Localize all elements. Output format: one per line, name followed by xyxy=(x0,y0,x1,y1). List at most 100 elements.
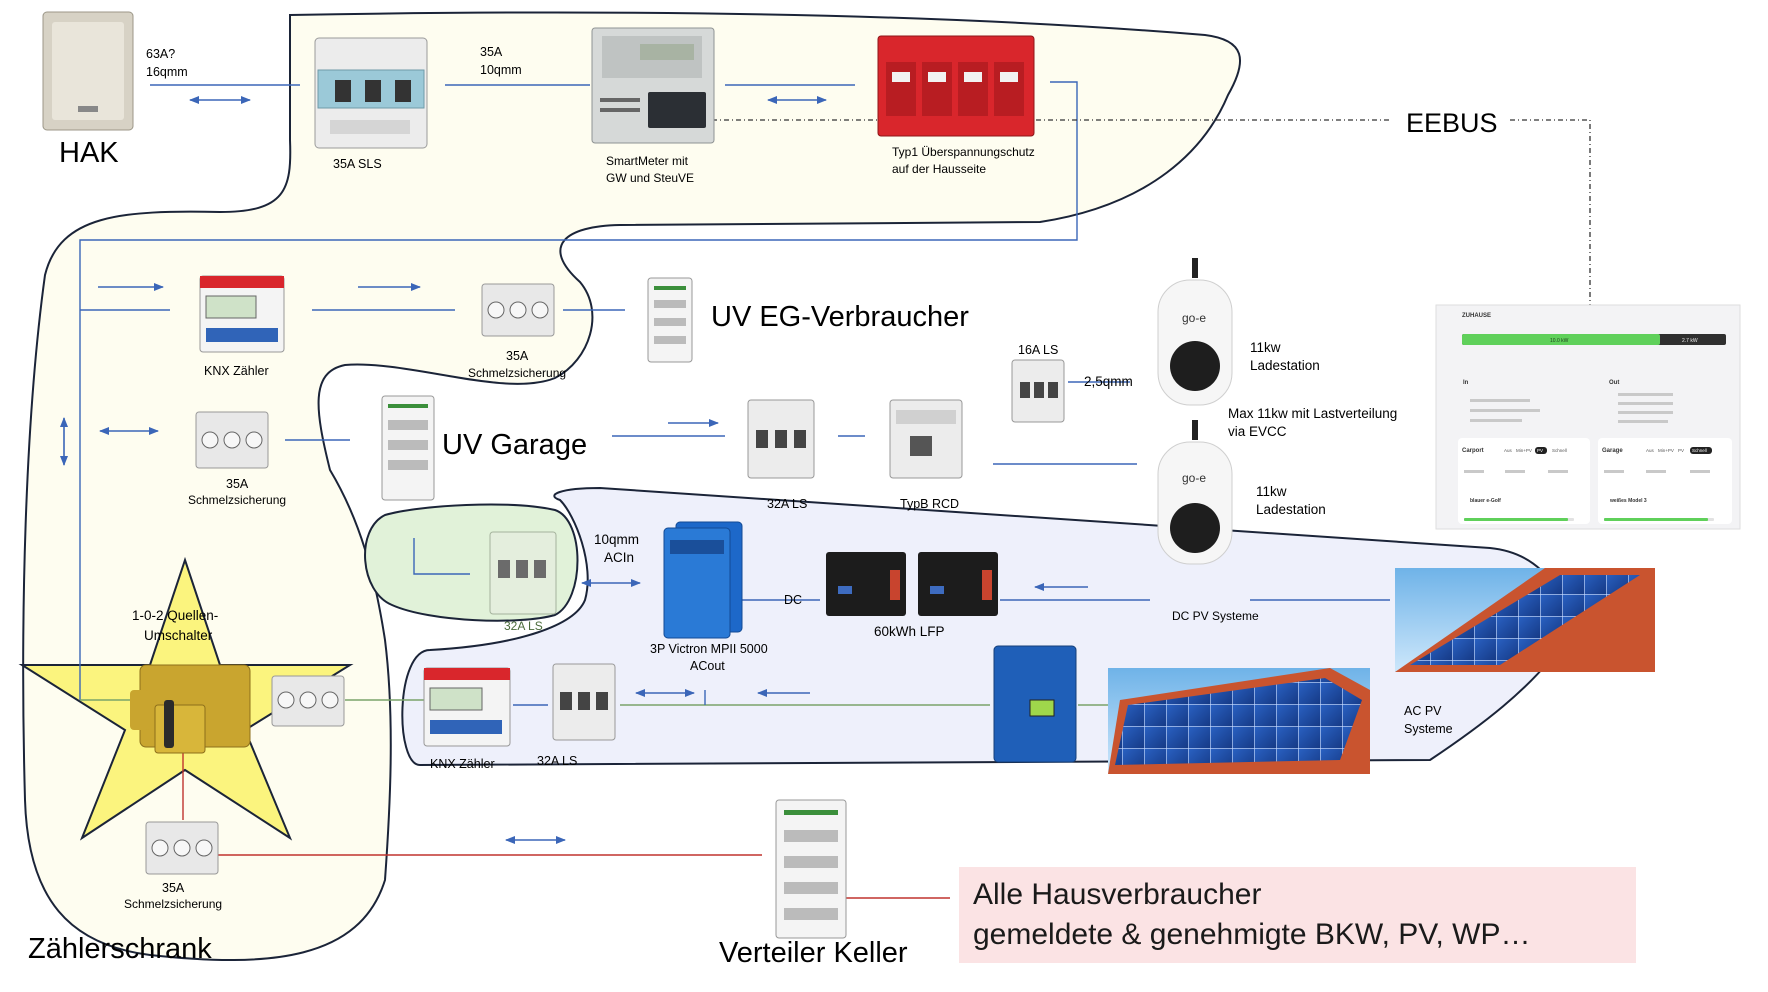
ac-pv-roof xyxy=(1108,668,1370,774)
app2-mode-3[interactable]: PV xyxy=(1678,448,1684,453)
eebus-label: EEBUS xyxy=(1406,108,1498,138)
wires xyxy=(79,81,1390,706)
ac-pv-label-2: Systeme xyxy=(1404,722,1453,736)
app-card2-title: Garage xyxy=(1602,448,1623,454)
ls-16a-label: 16A LS xyxy=(1018,343,1058,357)
sls-breaker xyxy=(314,37,428,149)
dc-label: DC xyxy=(784,593,802,607)
knx-top-label: KNX Zähler xyxy=(204,364,269,378)
zaehlerschrank-label: Zählerschrank xyxy=(28,933,212,965)
sls-label: 35A SLS xyxy=(333,157,382,171)
wallbox-2 xyxy=(1157,420,1233,565)
evcc-label-1: Max 11kw mit Lastverteilung xyxy=(1228,406,1397,421)
ac-pv-inverter xyxy=(993,645,1077,763)
red-wires xyxy=(182,750,950,899)
ls-32a-garage xyxy=(747,399,815,479)
cabinet-garage xyxy=(381,395,435,501)
app-power-left: 10.0 kW xyxy=(1550,338,1569,344)
uv-garage-label: UV Garage xyxy=(442,429,587,461)
app-card2-car: weißes Model 3 xyxy=(1609,498,1647,504)
fuse-bottom-label-1: 35A xyxy=(162,881,185,895)
dc-pv-roof xyxy=(1395,568,1655,672)
wallbox-2-brand: go-e xyxy=(1182,471,1206,485)
smartmeter xyxy=(591,27,715,144)
battery-pack xyxy=(826,552,998,616)
app-in-label: In xyxy=(1463,380,1469,386)
wallbox-2-label-2: Ladestation xyxy=(1256,502,1326,517)
cable-35a-label-2: 10qmm xyxy=(480,63,522,77)
fuse-bottom-label-2: Schmelzsicherung xyxy=(124,897,222,911)
hak-cable-label-2: 16qmm xyxy=(146,65,188,79)
fuse-holder-top xyxy=(481,283,555,337)
app2-mode-4[interactable]: Schnell xyxy=(1692,448,1707,453)
wallbox-1-label-1: 11kw xyxy=(1250,340,1281,355)
app-mode-3[interactable]: PV xyxy=(1537,448,1543,453)
labels: HAK 63A? 16qmm 35A SLS 35A 10qmm SmartMe… xyxy=(28,45,1498,969)
fuse-holder-mid xyxy=(195,411,269,469)
smartmeter-label-1: SmartMeter mit xyxy=(606,154,689,168)
battery-label: 60kWh LFP xyxy=(874,624,945,639)
fuse-mid-label-1: 35A xyxy=(226,477,249,491)
victron-label-2: ACout xyxy=(690,659,725,673)
wallbox-1-label-2: Ladestation xyxy=(1250,358,1320,373)
source-switch xyxy=(130,664,251,754)
rcd-label: TypB RCD xyxy=(900,497,959,511)
surge-protector xyxy=(877,35,1035,137)
ls-32a-label: 32A LS xyxy=(767,497,807,511)
fuse-holder-bottom xyxy=(145,821,219,875)
note-line-1: Alle Hausverbraucher xyxy=(973,878,1262,911)
verteiler-keller-label: Verteiler Keller xyxy=(719,937,908,969)
consumer-note: Alle Hausverbraucher gemeldete & genehmi… xyxy=(959,867,1636,963)
surge-label-2: auf der Hausseite xyxy=(892,162,986,176)
switch-label-1: 1-0-2 Quellen- xyxy=(132,608,218,623)
app-card1-title: Carport xyxy=(1462,448,1484,454)
hak-box xyxy=(42,11,134,131)
wallbox-2-label-1: 11kw xyxy=(1256,484,1287,499)
knx-bottom-label: KNX Zähler xyxy=(430,757,495,771)
eebus-link xyxy=(700,119,1591,305)
evcc-label-2: via EVCC xyxy=(1228,424,1287,439)
acin-label-1: 10qmm xyxy=(594,532,639,547)
knx-meter-bottom xyxy=(423,667,511,747)
app-power-right: 2.7 kW xyxy=(1682,338,1698,344)
flow-arrows xyxy=(60,96,1088,844)
evcc-app-screenshot: ZUHAUSE 10.0 kW 2.7 kW In Out Carport Ga… xyxy=(1435,304,1741,530)
app-card1-car: blauer e-Golf xyxy=(1470,498,1501,504)
app-title: ZUHAUSE xyxy=(1462,313,1491,319)
wallbox-1-brand: go-e xyxy=(1182,311,1206,325)
ls-32a-bottom-label: 32A LS xyxy=(537,754,577,768)
cable-25-label: 2,5qmm xyxy=(1084,374,1133,389)
app-mode-4[interactable]: Schnell xyxy=(1552,448,1567,453)
app2-mode-1[interactable]: Aus xyxy=(1646,448,1655,453)
ls-32a-green xyxy=(489,531,557,615)
surge-label-1: Typ1 Überspannungschutz xyxy=(892,145,1035,159)
app-out-label: Out xyxy=(1609,380,1619,386)
acin-label-2: ACIn xyxy=(604,550,634,565)
wallbox-1 xyxy=(1157,258,1233,406)
cabinet-keller xyxy=(775,799,847,939)
fuse-mid-label-2: Schmelzsicherung xyxy=(188,493,286,507)
hak-cable-label-1: 63A? xyxy=(146,47,175,61)
knx-meter-top xyxy=(199,275,285,353)
fuse-top-label-2: Schmelzsicherung xyxy=(468,366,566,380)
rcd-typb xyxy=(889,399,963,479)
dc-pv-label: DC PV Systeme xyxy=(1172,609,1259,623)
uv-eg-label: UV EG-Verbraucher xyxy=(711,301,969,333)
smartmeter-label-2: GW und SteuVE xyxy=(606,171,694,185)
app-mode-2[interactable]: Min+PV xyxy=(1516,448,1532,453)
ac-pv-label-1: AC PV xyxy=(1404,704,1442,718)
victron-inverter xyxy=(663,521,743,639)
victron-label-1: 3P Victron MPII 5000 xyxy=(650,642,768,656)
app-mode-1[interactable]: Aus xyxy=(1504,448,1513,453)
fuse-holder-star xyxy=(271,675,345,727)
note-line-2: gemeldete & genehmigte BKW, PV, WP… xyxy=(973,918,1531,951)
ls-32a-green-label: 32A LS xyxy=(504,619,543,633)
fuse-top-label-1: 35A xyxy=(506,349,529,363)
cable-35a-label-1: 35A xyxy=(480,45,503,59)
cabinet-eg xyxy=(647,277,693,363)
hak-label: HAK xyxy=(59,137,119,169)
switch-label-2: Umschalter xyxy=(144,628,213,643)
app2-mode-2[interactable]: Min+PV xyxy=(1658,448,1674,453)
ls-16a xyxy=(1011,359,1065,423)
